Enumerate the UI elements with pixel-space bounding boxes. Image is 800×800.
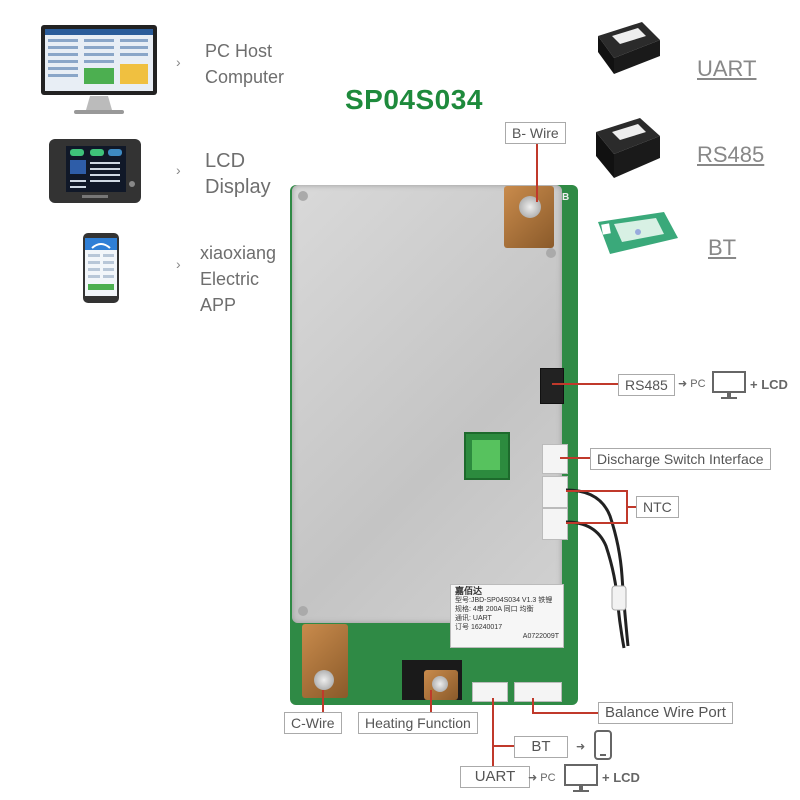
- uart-module-icon: [594, 18, 662, 76]
- uart-callout: UART: [460, 766, 530, 788]
- rs485-label: RS485: [697, 142, 765, 167]
- arrow-icon: ›: [176, 54, 181, 70]
- rs485-callout: RS485: [618, 374, 675, 396]
- lcd-display-icon: [48, 138, 142, 204]
- monitor-small-icon: [564, 764, 598, 799]
- bt-module-icon: [594, 208, 680, 258]
- screw-icon: [298, 191, 308, 201]
- monitor-icon: [40, 24, 158, 116]
- uart-label: UART: [697, 56, 757, 81]
- smartphone-icon: [82, 232, 120, 304]
- screw-icon: [546, 248, 556, 258]
- ntc-connector-1: [542, 476, 568, 508]
- lcd-display-label: LCD Display: [205, 150, 271, 198]
- screw-icon: [298, 606, 308, 616]
- bolt-icon: [314, 670, 334, 690]
- ntc-wires: [565, 488, 630, 649]
- discharge-connector: [542, 444, 568, 474]
- bt-callout: BT: [514, 736, 568, 758]
- discharge-callout: Discharge Switch Interface: [590, 448, 771, 470]
- b-wire-callout: B- Wire: [505, 122, 566, 144]
- bt-chain-arrow: ➜: [576, 741, 586, 753]
- bt-label: BT: [708, 235, 737, 260]
- pc-host-label: PC Host Computer: [205, 41, 285, 87]
- balance-connector: [514, 682, 562, 702]
- aluminum-heatsink: [292, 185, 562, 623]
- arrow-icon: ›: [176, 256, 181, 272]
- app-label: xiaoxiang Electric APP: [200, 243, 277, 315]
- bolt-icon: [519, 196, 541, 218]
- product-title: SP04S034: [345, 84, 483, 115]
- rs485-connector: [540, 368, 564, 404]
- rs485-lcd: + LCD: [750, 377, 788, 392]
- uart-chain: ➜ PC: [528, 772, 556, 784]
- ntc-callout: NTC: [636, 496, 679, 518]
- arrow-icon: ›: [176, 162, 181, 178]
- board-sticker: 嘉佰达 型号:JBD-SP04S034 V1.3 铁锂 规格: 4串 200A …: [450, 584, 564, 648]
- balance-callout: Balance Wire Port: [598, 702, 733, 724]
- rs485-module-icon: [592, 112, 662, 184]
- uart-lcd: + LCD: [602, 770, 640, 785]
- ntc-connector-2: [542, 508, 568, 540]
- bolt-icon: [432, 676, 448, 692]
- monitor-small-icon: [712, 371, 746, 406]
- phone-small-icon: [594, 730, 612, 765]
- uart-connector: [472, 682, 508, 702]
- c-wire-callout: C-Wire: [284, 712, 342, 734]
- heating-callout: Heating Function: [358, 712, 478, 734]
- rs485-chain: ➜ PC: [678, 378, 706, 390]
